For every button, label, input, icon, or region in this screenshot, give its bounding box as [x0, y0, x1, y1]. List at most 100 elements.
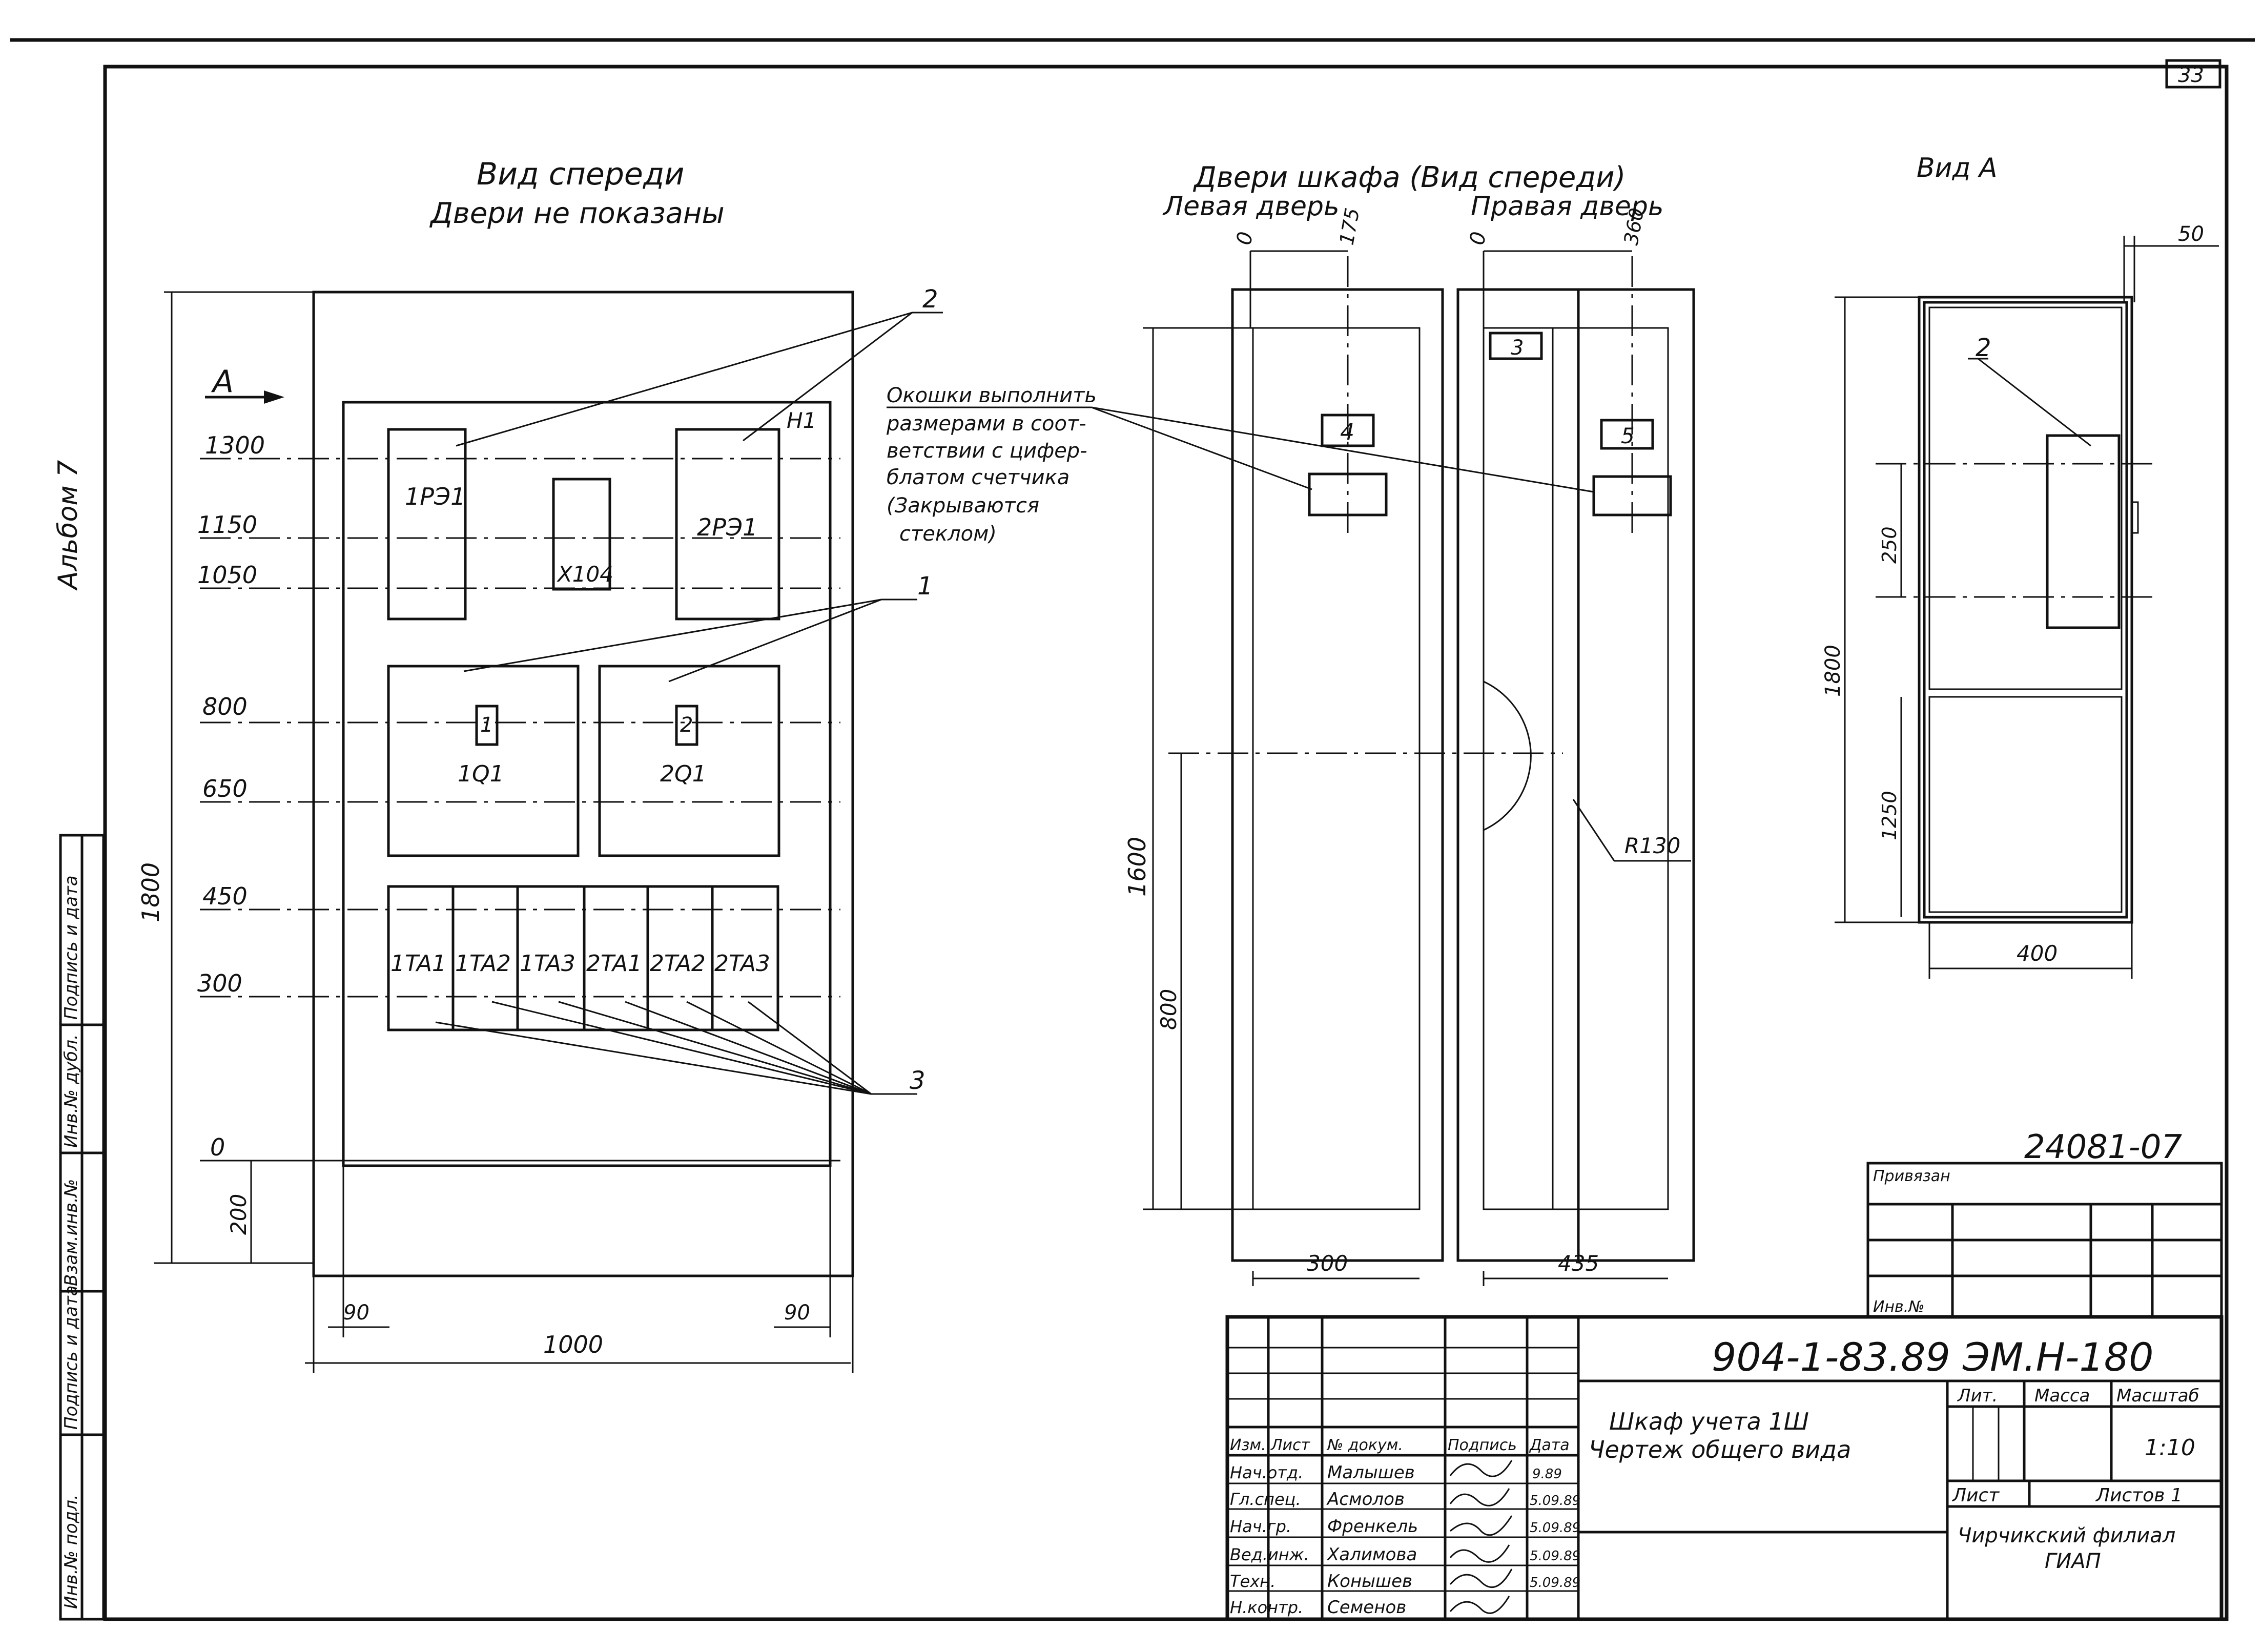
side-gap-right: 90 — [784, 1301, 810, 1325]
level-mark-1050: 1050 — [197, 561, 257, 589]
staff-name-5: Конышев — [1327, 1571, 1412, 1592]
designation: 904-1-83.89 ЭМ.Н-180 — [1712, 1334, 2153, 1380]
staff-date-4: 5.09.89 — [1530, 1548, 1580, 1564]
name-line-1: Шкаф учета 1Ш — [1609, 1408, 1809, 1435]
side-gap-left: 90 — [343, 1301, 369, 1325]
sheet-frame: 33 — [10, 38, 2255, 1621]
switch-2-label: 2Q1 — [660, 761, 707, 787]
switch-1-number: 1 — [480, 713, 493, 737]
ct-label-2ta2: 2TA2 — [650, 951, 706, 977]
ct-label-2ta3: 2TA3 — [714, 951, 770, 977]
ct-label-1ta2: 1TA2 — [455, 951, 511, 977]
col-list: Лист — [1270, 1436, 1311, 1454]
right-door-label: Правая дверь — [1471, 191, 1664, 222]
note-line-2: размерами в соот- — [886, 412, 1086, 436]
right-door — [1456, 288, 1580, 1262]
org-line-2: ГИАП — [2045, 1550, 2101, 1573]
signature-6 — [1449, 1596, 1510, 1614]
lit-label: Лит. — [1957, 1386, 1998, 1406]
terminal-box — [552, 478, 611, 591]
staff-name-4: Халимова — [1326, 1544, 1417, 1565]
front-view: Вид спереди Двери не показаны 1300 1150 … — [137, 156, 943, 1373]
signature-4 — [1449, 1544, 1510, 1563]
signature-5 — [1449, 1568, 1513, 1588]
staff-role-4: Вед.инж. — [1230, 1545, 1309, 1564]
right-door-width: 435 — [1558, 1251, 1599, 1276]
staff-role-6: Н.контр. — [1230, 1598, 1303, 1617]
binding-label: Привязан — [1873, 1167, 1950, 1185]
album-label: Альбом 7 — [53, 460, 84, 591]
staff-name-3: Френкель — [1327, 1516, 1418, 1537]
note-line-1: Окошки выполнить — [887, 384, 1097, 407]
left-door — [1231, 288, 1444, 1262]
note-line-3: ветствии с цифер- — [887, 439, 1087, 463]
ct-label-2ta1: 2TA1 — [586, 951, 642, 977]
note-line-6: стеклом) — [899, 522, 997, 546]
view-a-height-dim: 1800 — [1821, 645, 1845, 697]
meter-2-box — [675, 428, 780, 621]
side-stamp-field-1: Инв.№ подл. — [61, 1494, 81, 1609]
radius-label: R130 — [1624, 833, 1680, 858]
ct-label-1ta1: 1TA1 — [390, 951, 446, 977]
staff-date-2: 5.09.89 — [1530, 1493, 1580, 1509]
project-code: 24081-07 — [2024, 1128, 2182, 1166]
left-door-label: Левая дверь — [1162, 191, 1340, 222]
view-a-dim-250: 250 — [1878, 526, 1901, 564]
right-zero: 0 — [1466, 230, 1491, 247]
staff-date-3: 5.09.89 — [1530, 1520, 1580, 1536]
ct-label-1ta3: 1TA3 — [520, 951, 575, 977]
title-block: Изм. Лист № докум. Подпись Дата Нач.отд.… — [1225, 1315, 2224, 1621]
callout-1: 1 — [917, 572, 933, 601]
side-stamp: Инв.№ подл. Подпись и дата Взам.инв.№ Ин… — [59, 834, 105, 1621]
view-a-width-dim: 400 — [2017, 941, 2058, 966]
staff-role-3: Нач.гр. — [1230, 1517, 1291, 1536]
level-mark-300: 300 — [197, 969, 242, 997]
callout-2: 2 — [922, 285, 938, 314]
front-bottom-dim: 200 — [226, 1194, 251, 1235]
position-3: 3 — [1511, 336, 1524, 360]
front-width-dim: 1000 — [543, 1331, 603, 1358]
view-a-callout: 2 — [1976, 334, 1991, 362]
level-mark-0: 0 — [210, 1133, 225, 1161]
switch-1-label: 1Q1 — [458, 761, 504, 787]
scale-label: Масштаб — [2116, 1386, 2199, 1406]
front-view-title: Вид спереди — [477, 156, 684, 192]
doors-view-title: Двери шкафа (Вид спереди) — [1192, 161, 1626, 194]
col-doc: № докум. — [1326, 1436, 1403, 1454]
staff-role-5: Техн. — [1230, 1572, 1275, 1591]
handle-height-dim: 800 — [1156, 989, 1181, 1030]
scale-value: 1:10 — [2145, 1435, 2195, 1461]
mass-label: Масса — [2034, 1386, 2090, 1406]
front-view-subtitle: Двери не показаны — [429, 197, 725, 230]
col-sign: Подпись — [1448, 1436, 1517, 1454]
staff-name-1: Малышев — [1327, 1462, 1415, 1483]
level-mark-800: 800 — [202, 693, 248, 720]
h1-label: H1 — [787, 408, 816, 433]
inv-label: Инв.№ — [1873, 1298, 1924, 1316]
view-a-title: Вид А — [1917, 153, 1998, 183]
terminal-label: X104 — [557, 562, 613, 587]
side-stamp-field-5: Подпись и дата — [61, 875, 81, 1020]
col-izm: Изм. — [1230, 1436, 1266, 1454]
meter-side-view — [2046, 434, 2121, 629]
sheet-number: 33 — [2178, 64, 2204, 87]
note-line-4: блатом счетчика — [887, 466, 1069, 489]
side-stamp-field-2: Подпись и дата — [61, 1285, 81, 1430]
view-a: Вид А 2 250 1800 1250 400 50 — [1821, 153, 2219, 979]
signature-2 — [1449, 1488, 1510, 1506]
view-arrow-label: A — [211, 364, 234, 400]
side-stamp-field-4: Инв.№ дубл. — [61, 1034, 81, 1148]
staff-role-1: Нач.отд. — [1230, 1463, 1303, 1482]
meter-1-label: 1РЭ1 — [405, 483, 465, 510]
name-line-2: Чертеж общего вида — [1589, 1436, 1851, 1463]
sheets-label: Листов 1 — [2095, 1485, 2183, 1506]
left-zero: 0 — [1232, 230, 1258, 247]
switch-2-number: 2 — [680, 713, 693, 737]
level-mark-1300: 1300 — [205, 431, 265, 459]
staff-name-6: Семенов — [1327, 1597, 1406, 1618]
meter-1-box — [387, 428, 467, 621]
doors-view: Двери шкафа (Вид спереди) Левая дверь Пр… — [886, 161, 1695, 1286]
meter-2-label: 2РЭ1 — [697, 513, 757, 541]
side-stamp-field-3: Взам.инв.№ — [61, 1179, 81, 1286]
